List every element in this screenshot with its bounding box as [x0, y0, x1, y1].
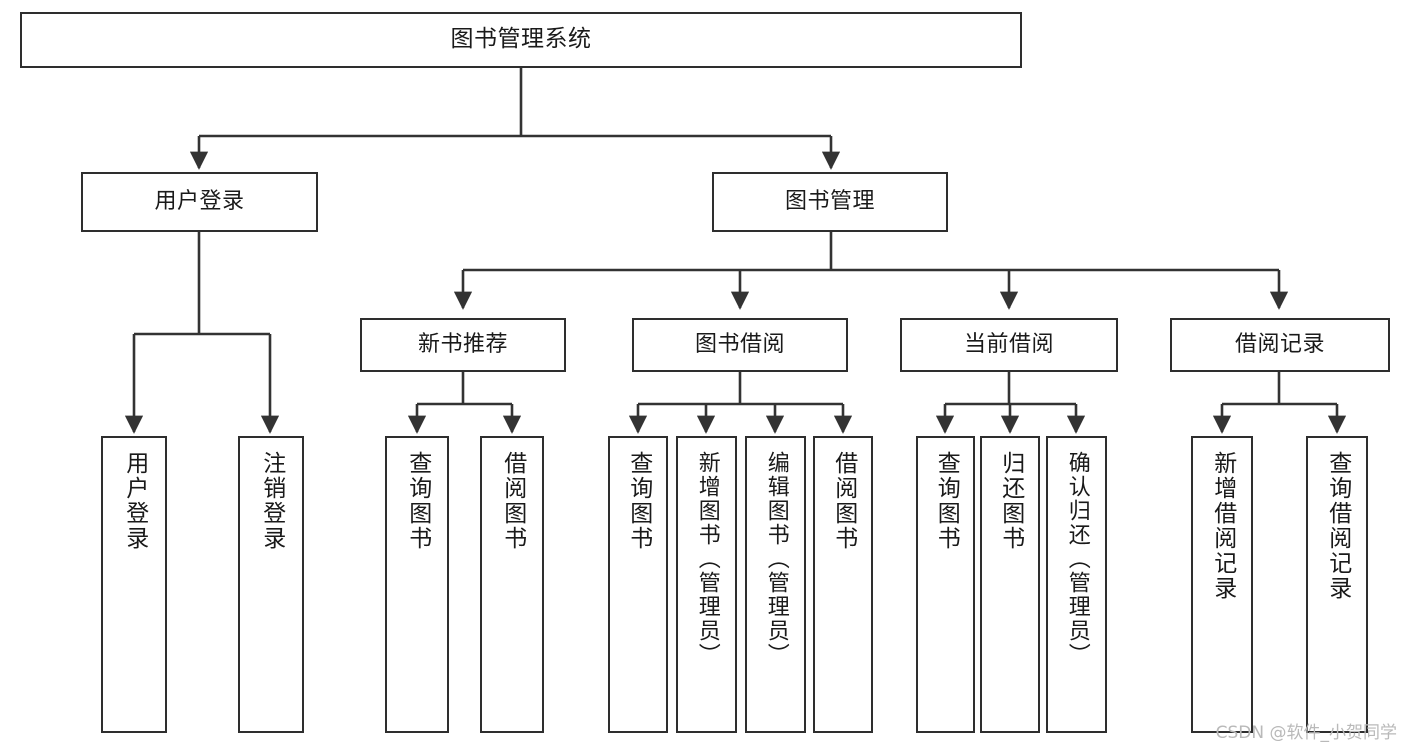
- node-borrow-record[interactable]: 借阅记录: [1170, 318, 1390, 372]
- node-label: 借阅记录: [1234, 332, 1325, 358]
- node-label: 借阅图书: [499, 451, 526, 551]
- node-label: 确认归还（管理员）: [1064, 451, 1090, 667]
- node-label: 编辑图书（管理员）: [763, 451, 789, 667]
- node-new-book-recommend[interactable]: 新书推荐: [360, 318, 566, 372]
- leaf-query-record[interactable]: 查询借阅记录: [1306, 436, 1368, 733]
- leaf-add-record[interactable]: 新增借阅记录: [1191, 436, 1253, 733]
- leaf-return-book[interactable]: 归还图书: [980, 436, 1040, 733]
- leaf-query-book-3[interactable]: 查询图书: [916, 436, 975, 733]
- leaf-query-book-2[interactable]: 查询图书: [608, 436, 668, 733]
- node-label: 当前借阅: [963, 332, 1054, 358]
- node-label: 注销登录: [258, 451, 285, 551]
- leaf-user-login[interactable]: 用户登录: [101, 436, 167, 733]
- node-book-management[interactable]: 图书管理: [712, 172, 948, 232]
- leaf-query-book-1[interactable]: 查询图书: [385, 436, 449, 733]
- node-label: 查询图书: [404, 451, 431, 551]
- node-book-borrow[interactable]: 图书借阅: [632, 318, 848, 372]
- node-user-login[interactable]: 用户登录: [81, 172, 318, 232]
- node-current-borrow[interactable]: 当前借阅: [900, 318, 1118, 372]
- node-label: 查询借阅记录: [1324, 451, 1351, 601]
- node-label: 归还图书: [997, 451, 1024, 551]
- node-label: 新书推荐: [417, 332, 508, 358]
- node-label: 图书管理: [784, 189, 875, 215]
- node-label: 图书管理系统: [450, 26, 592, 53]
- node-label: 查询图书: [933, 451, 960, 551]
- leaf-add-book[interactable]: 新增图书（管理员）: [676, 436, 737, 733]
- csdn-watermark: CSDN @软件_小贺同学: [1215, 723, 1397, 743]
- leaf-edit-book[interactable]: 编辑图书（管理员）: [745, 436, 806, 733]
- leaf-borrow-book-2[interactable]: 借阅图书: [813, 436, 873, 733]
- node-label: 用户登录: [154, 189, 245, 215]
- node-label: 图书借阅: [694, 332, 785, 358]
- node-label: 借阅图书: [830, 451, 857, 551]
- leaf-confirm-return[interactable]: 确认归还（管理员）: [1046, 436, 1107, 733]
- node-label: 新增借阅记录: [1209, 451, 1236, 601]
- leaf-borrow-book-1[interactable]: 借阅图书: [480, 436, 544, 733]
- node-label: 用户登录: [121, 451, 148, 551]
- node-label: 查询图书: [625, 451, 652, 551]
- node-root-book-management-system[interactable]: 图书管理系统: [20, 12, 1022, 68]
- leaf-logout[interactable]: 注销登录: [238, 436, 304, 733]
- node-label: 新增图书（管理员）: [694, 451, 720, 667]
